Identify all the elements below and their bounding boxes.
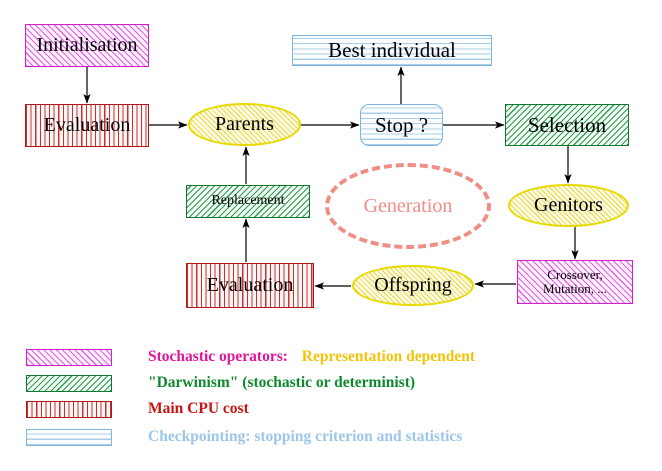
node-initialisation-label: Initialisation <box>36 34 138 56</box>
legend-swatch-blue-icon <box>26 428 112 446</box>
legend-label: "Darwinism" (stochastic or determinist) <box>148 374 415 392</box>
node-genitors[interactable]: Genitors <box>508 184 629 227</box>
legend-label-text: "Darwinism" (stochastic or determinist) <box>148 374 416 391</box>
legend-label: Stochastic operators: Representation dep… <box>148 348 475 366</box>
node-initialisation[interactable]: Initialisation <box>25 24 149 67</box>
node-crossover-mutation-label: Crossover, Mutation, ... <box>543 267 607 296</box>
node-crossover-mutation[interactable]: Crossover, Mutation, ... <box>517 260 633 304</box>
node-evaluation-bottom[interactable]: Evaluation <box>186 263 314 308</box>
node-parents[interactable]: Parents <box>188 103 301 146</box>
legend-swatch-green-icon <box>26 374 112 392</box>
node-stop[interactable]: Stop ? <box>360 104 443 146</box>
node-best-individual-label: Best individual <box>328 38 456 63</box>
node-best-individual[interactable]: Best individual <box>292 35 492 66</box>
node-generation: Generation <box>325 163 491 249</box>
legend-label-text: Stochastic operators: <box>148 348 288 365</box>
legend-label-text: Checkpointing: stopping criterion and st… <box>148 428 463 445</box>
legend-label-text-secondary: Representation dependent <box>301 348 476 365</box>
node-offspring[interactable]: Offspring <box>352 265 474 306</box>
legend-row: Checkpointing: stopping criterion and st… <box>26 428 462 446</box>
node-evaluation-bottom-label: Evaluation <box>206 274 294 296</box>
node-evaluation-top-label: Evaluation <box>43 114 131 136</box>
legend-label: Checkpointing: stopping criterion and st… <box>148 428 462 446</box>
legend-label: Main CPU cost <box>148 400 249 418</box>
legend-row: Main CPU cost <box>26 400 249 418</box>
node-selection-label: Selection <box>527 112 607 137</box>
node-parents-label: Parents <box>215 113 274 135</box>
node-replacement[interactable]: Replacement <box>186 185 310 218</box>
node-selection[interactable]: Selection <box>505 104 629 146</box>
legend-label-text: Main CPU cost <box>148 400 249 417</box>
node-stop-label: Stop ? <box>374 112 429 137</box>
node-generation-label: Generation <box>363 194 453 217</box>
legend-swatch-red-icon <box>26 400 112 418</box>
node-offspring-label: Offspring <box>374 274 452 296</box>
legend-row: "Darwinism" (stochastic or determinist) <box>26 374 415 392</box>
node-replacement-label: Replacement <box>211 193 285 209</box>
legend-row: Stochastic operators: Representation dep… <box>26 348 475 366</box>
node-evaluation-top[interactable]: Evaluation <box>25 104 149 147</box>
node-genitors-label: Genitors <box>534 194 603 216</box>
legend-swatch-magenta-icon <box>26 348 112 366</box>
